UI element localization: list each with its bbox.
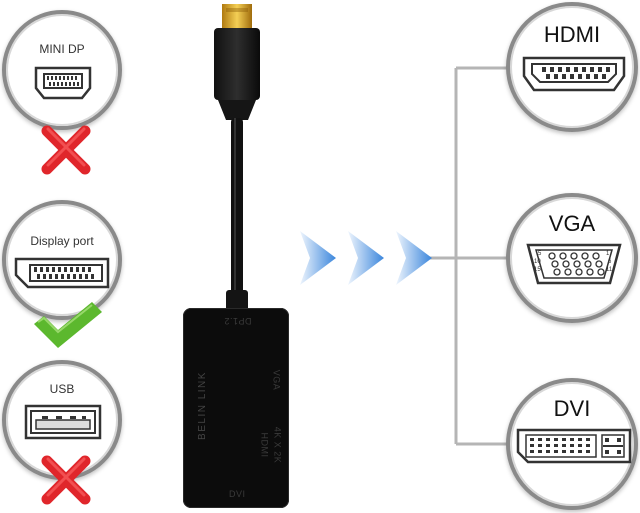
- hdmi-port-text: HDMI: [259, 432, 270, 458]
- green-check-icon: [34, 302, 102, 348]
- displayport-circle: Display port: [2, 200, 122, 320]
- displayport-port-icon: [14, 257, 110, 289]
- displayport-label: Display port: [30, 234, 94, 248]
- red-x-icon: [41, 455, 91, 505]
- vga-port-text: VGA: [271, 369, 282, 391]
- dp-version-text: DP1.2: [224, 316, 252, 326]
- red-x-icon: [41, 125, 91, 175]
- mini-dp-port-icon: [34, 66, 92, 100]
- vga-pin-label-6: 6: [608, 259, 612, 265]
- vga-pin-label-11: 11: [606, 267, 613, 273]
- usb-circle: USB: [2, 360, 122, 480]
- dvi-port-icon: [516, 428, 632, 464]
- displayport-cable: [214, 4, 260, 312]
- usb-label: USB: [49, 382, 75, 396]
- brand-text: BELIN LINK: [196, 371, 208, 440]
- dvi-circle: DVI: [506, 378, 638, 510]
- hdmi-circle: HDMI: [506, 2, 638, 132]
- vga-label: VGA: [548, 211, 596, 236]
- adapter-body: [183, 308, 289, 508]
- vga-pin-label-1: 1: [606, 251, 610, 257]
- arrow-right-icon: [396, 231, 432, 285]
- vga-pin-label-10: 10: [534, 259, 541, 265]
- vga-circle: VGA 5 1 10 6 15 11: [506, 193, 638, 323]
- mini-dp-label: MINI DP: [39, 42, 85, 56]
- hdmi-resolution-text: 4K X 2K: [272, 426, 283, 464]
- mini-dp-circle: MINI DP: [2, 10, 122, 130]
- usb-port-icon: [24, 404, 102, 440]
- vga-pin-label-15: 15: [534, 267, 541, 273]
- hdmi-port-icon: [522, 56, 626, 92]
- arrow-right-icon: [300, 231, 336, 285]
- hdmi-label: HDMI: [543, 22, 601, 47]
- arrow-right-icon: [348, 231, 384, 285]
- vga-pin-label-5: 5: [538, 251, 542, 257]
- dvi-port-text: DVI: [229, 489, 246, 499]
- vga-port-icon: [526, 243, 622, 285]
- dvi-label: DVI: [553, 396, 591, 421]
